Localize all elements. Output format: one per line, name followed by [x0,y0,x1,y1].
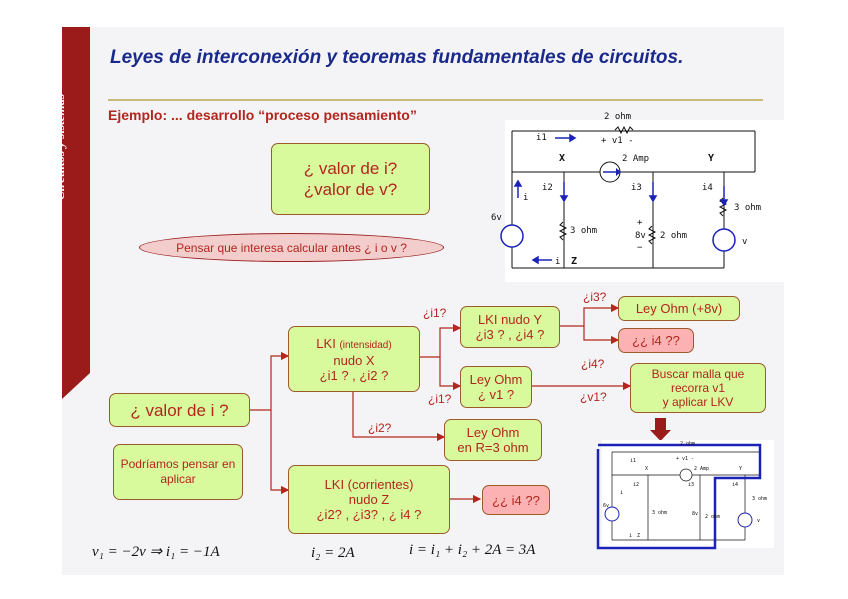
label-i4: i4 [702,183,713,193]
highlighted-loop [596,443,762,550]
label-plus-8v: + [637,218,643,228]
label-8v: 8v [635,231,646,241]
edge-label-i1-top: ¿i1? [423,306,447,320]
arrow-lkiy-to-i4 [583,326,620,345]
lki-y-label: LKI nudo Y [477,312,543,327]
svg-text:i: i [629,533,632,539]
i4-unknown-y: ¿¿ i4 ?? [618,328,694,353]
equation-i2: i₂ = 2A [311,545,355,561]
svg-text:3 ohm: 3 ohm [752,496,767,502]
arrow-lkix-to-leyohm-v1 [439,357,462,391]
svg-text:i: i [620,490,623,496]
svg-text:2 ohm: 2 ohm [680,441,695,447]
equation-i: i = i₁ + i₂ + 2A = 3A [409,542,536,558]
i4-unknown-z: ¿¿ i4 ?? [482,485,550,515]
ley-ohm-v1: Ley Ohm ¿ v1 ? [460,366,532,408]
lki-z-unknowns: ¿i2? , ¿i3? , ¿ i4 ? [316,507,422,522]
edge-label-v1: ¿v1? [580,390,607,404]
label-2ohm-mid: 2 ohm [660,231,687,241]
svg-text:2 Amp: 2 Amp [694,466,709,472]
svg-text:i2: i2 [633,482,639,488]
svg-text:Y: Y [739,466,742,472]
lki-x-unknowns: ¿i1 ? , ¿i2 ? [319,367,389,383]
question-box: ¿ valor de i? ¿valor de v? [271,143,430,215]
lki-node-z: LKI (corrientes) nudo Z ¿i2? , ¿i3? , ¿ … [288,465,450,534]
question-line-1: ¿ valor de i? [303,159,398,178]
sidebar-band [62,27,90,373]
down-arrow-to-circuit [650,418,671,441]
svg-text:8v: 8v [692,511,698,517]
label-2amp: 2 Amp [622,154,649,164]
buscar-malla: Buscar malla que recorra v1 y aplicar LK… [630,363,766,413]
circuit-background [505,120,785,282]
edge-label-i4: ¿i4? [581,357,605,371]
title-divider [108,99,763,101]
label-i3: i3 [631,183,642,193]
svg-text:2 ohm: 2 ohm [705,514,720,520]
label-i-bottom: i [555,257,560,267]
ley-ohm-8v: Ley Ohm (+8v) [618,296,740,321]
hint-oval: Pensar que interesa calcular antes ¿ i o… [139,233,444,262]
lki-x-nudo: nudo X [333,352,375,368]
label-v: v [742,237,747,247]
svg-text:i4: i4 [732,482,738,488]
lki-y-unknowns: ¿i3 ? , ¿i4 ? [475,327,545,342]
label-minus-8v: − [637,243,643,253]
node-x-label: X [559,153,565,164]
lki-z-nudo: nudo Z [348,492,390,507]
svg-text:X: X [645,466,648,472]
label-3ohm-mid: 3 ohm [570,226,597,236]
root-node: ¿ valor de i ? [109,393,250,427]
equation-v1: v₁ = −2v ⇒ i₁ = −1A [92,544,220,560]
svg-text:6v: 6v [603,503,609,509]
lki-x-label: LKI [316,335,336,351]
arrow-root-to-lkix [250,351,290,411]
aside-note: Podríamos pensar en aplicar [113,444,243,500]
edge-label-i3: ¿i3? [583,290,607,304]
node-z-label: Z [571,256,577,267]
label-i2: i2 [542,183,553,193]
slide-title: Leyes de interconexión y teoremas fundam… [110,47,684,68]
lki-z-label: LKI (corrientes) [324,477,414,492]
label-v1: + v1 - [601,136,634,146]
sidebar-band-tip [62,373,90,399]
arrow-root-to-lkiz [270,410,290,495]
svg-text:i3: i3 [688,482,694,488]
example-subtitle: Ejemplo: ... desarrollo “proceso pensami… [108,107,417,123]
svg-text:3 ohm: 3 ohm [652,510,667,516]
svg-text:+ v1 -: + v1 - [676,456,694,462]
lki-node-y: LKI nudo Y ¿i3 ? , ¿i4 ? [460,306,560,348]
edge-label-i2: ¿i2? [368,421,392,435]
arrow-lkix-to-leyohm-r3 [352,392,446,442]
label-2ohm: 2 ohm [604,112,631,122]
question-line-2: ¿valor de v? [303,180,398,199]
node-y-label: Y [708,153,714,164]
svg-text:i1: i1 [630,458,636,464]
edge-label-i1-bottom: ¿i1? [428,392,452,406]
source-6v [500,224,524,248]
svg-text:Z: Z [637,533,640,539]
label-i1: i1 [536,133,547,143]
arrow-lkiy-to-leyohm-8v [560,303,620,327]
source-v [712,228,736,252]
label-3ohm-right: 3 ohm [734,203,761,213]
ley-ohm-r3: Ley Ohm en R=3 ohm [444,419,542,461]
arrow-lkix-to-lkiy [420,323,462,358]
label-i: i [523,193,528,203]
lki-node-x: LKI (intensidad) nudo X ¿i1 ? , ¿i2 ? [288,326,420,392]
lki-x-small: (intensidad) [339,339,392,351]
svg-text:v: v [757,518,760,524]
label-6v: 6v [491,213,502,223]
